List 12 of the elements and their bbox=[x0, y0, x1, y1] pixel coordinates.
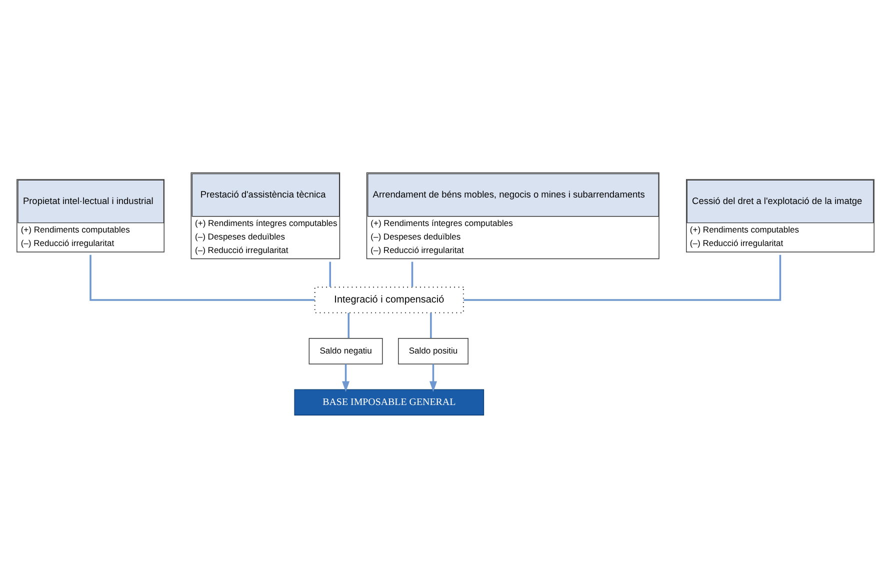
connector bbox=[464, 254, 782, 300]
connector bbox=[411, 261, 414, 286]
arrow bbox=[430, 364, 437, 392]
arrow bbox=[342, 364, 350, 392]
connector bbox=[329, 261, 332, 286]
node-box: Integració i compensació bbox=[314, 286, 464, 313]
connector bbox=[430, 312, 432, 338]
node-box: Saldo positiu bbox=[398, 338, 468, 364]
node-box: Saldo negatiu bbox=[308, 338, 383, 364]
node-box: BASE IMPOSABLE GENERAL bbox=[294, 388, 484, 415]
connector bbox=[348, 312, 350, 338]
connector bbox=[90, 254, 315, 300]
